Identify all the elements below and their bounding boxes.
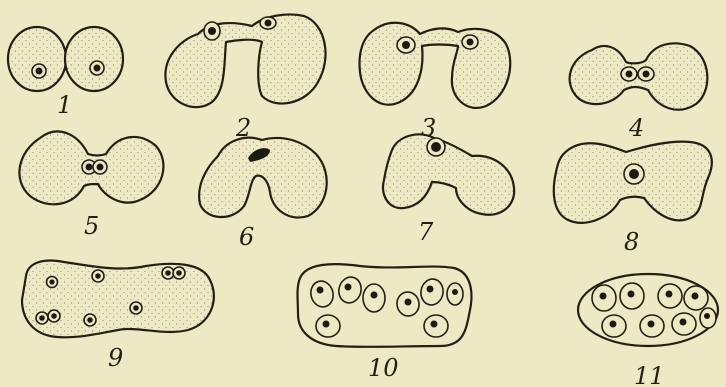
nucleolus bbox=[600, 293, 607, 300]
nucleolus bbox=[467, 39, 474, 46]
figure-7: 7 bbox=[383, 134, 514, 246]
nucleolus bbox=[405, 299, 412, 306]
figure-10: 10 bbox=[298, 264, 472, 382]
figure-8-label: 8 bbox=[624, 228, 639, 256]
fusing-cell-pair bbox=[383, 134, 514, 214]
conjugating-cell-pair bbox=[360, 23, 511, 108]
nucleolus bbox=[51, 313, 57, 319]
figure-5-label: 5 bbox=[84, 212, 99, 240]
figure-5: 5 bbox=[19, 131, 163, 240]
nucleolus bbox=[666, 291, 673, 298]
conjugating-cell-pair bbox=[165, 14, 325, 107]
nucleolus bbox=[680, 319, 687, 326]
nucleolus bbox=[176, 270, 182, 276]
nucleolus bbox=[97, 164, 104, 171]
figure-11-label: 11 bbox=[634, 362, 665, 387]
nucleolus bbox=[265, 20, 272, 27]
figure-7-label: 7 bbox=[418, 218, 434, 246]
nucleolus bbox=[402, 41, 410, 49]
nucleolus bbox=[49, 279, 54, 284]
nucleolus bbox=[95, 273, 101, 279]
nucleolus bbox=[86, 164, 93, 171]
cell-left bbox=[8, 27, 66, 91]
figure-11: 11 bbox=[578, 274, 718, 387]
cell-right bbox=[65, 27, 123, 91]
nucleolus bbox=[692, 293, 699, 300]
nucleolus bbox=[36, 68, 43, 75]
figure-6: 6 bbox=[199, 138, 327, 251]
figure-9: 9 bbox=[22, 261, 214, 372]
nucleolus bbox=[704, 313, 710, 319]
figure-1-label: 1 bbox=[57, 91, 72, 119]
nucleolus bbox=[431, 321, 438, 328]
nucleolus bbox=[165, 270, 171, 276]
nucleolus bbox=[629, 169, 639, 179]
figure-3: 3 bbox=[360, 23, 511, 142]
nucleolus bbox=[643, 71, 650, 78]
nucleolus bbox=[133, 305, 139, 311]
nucleolus bbox=[427, 286, 434, 293]
nucleolus bbox=[371, 292, 378, 299]
nucleolus bbox=[87, 317, 93, 323]
figure-8: 8 bbox=[554, 142, 712, 256]
figure-4-label: 4 bbox=[628, 114, 644, 142]
nucleolus bbox=[626, 71, 633, 78]
nucleolus bbox=[323, 321, 330, 328]
figure-10-label: 10 bbox=[368, 354, 399, 382]
figure-2: 2 bbox=[165, 14, 325, 142]
nucleolus bbox=[452, 289, 458, 295]
nucleolus bbox=[208, 27, 216, 35]
nucleolus bbox=[94, 65, 101, 72]
nucleolus bbox=[431, 142, 441, 152]
nucleolus bbox=[610, 321, 617, 328]
nucleolus bbox=[317, 287, 324, 294]
nucleolus bbox=[39, 315, 45, 321]
nucleolus bbox=[648, 321, 655, 328]
figure-4: 4 bbox=[570, 43, 708, 142]
nucleolus bbox=[628, 291, 635, 298]
figure-6-label: 6 bbox=[239, 223, 254, 251]
nucleolus bbox=[345, 284, 352, 291]
figure-9-label: 9 bbox=[108, 344, 123, 372]
figure-1: 1 bbox=[8, 27, 123, 119]
